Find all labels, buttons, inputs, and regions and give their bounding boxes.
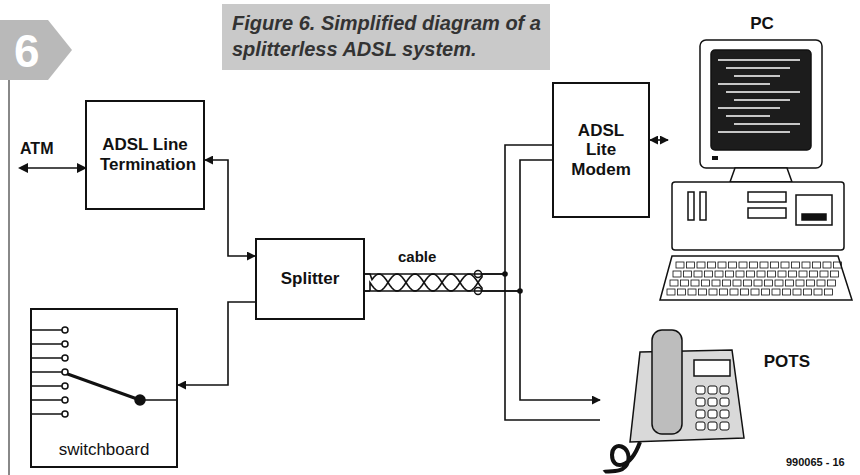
pc-figure: PC [668,8,856,308]
switchboard-box: switchboard [30,308,178,468]
figure-code: 990065 - 16 [786,456,845,468]
connector [650,139,668,141]
connector [205,160,255,256]
figure-tab [0,20,72,80]
phone-illustration [604,330,744,472]
line-termination-box: ADSL Line Termination [85,100,205,210]
node-label: POTS [764,352,810,372]
switch-symbol [32,327,178,417]
telephone-figure: POTS [600,330,810,468]
twisted-pair [365,160,600,420]
node-label: ADSL Line Termination [100,135,190,174]
figure-number: 6 [14,24,40,78]
figure-caption: Figure 6. Simplified diagram of a splitt… [232,10,542,62]
signal-name: ATM [20,140,53,158]
cable-label: cable [398,248,436,265]
connector [365,145,552,274]
node-label: PC [750,14,774,34]
connector [365,291,600,400]
arrowhead [18,163,28,173]
node-label: ADSL Lite Modem [566,121,636,180]
node-label: Splitter [281,269,340,289]
splitter-box: Splitter [255,238,365,320]
modem-box: ADSL Lite Modem [552,82,650,218]
atm-line [26,167,79,169]
node-label: switchboard [59,440,150,460]
pc-illustration [660,40,852,300]
connector [178,302,255,385]
margin-rule [8,80,10,475]
caption-panel [222,4,550,70]
